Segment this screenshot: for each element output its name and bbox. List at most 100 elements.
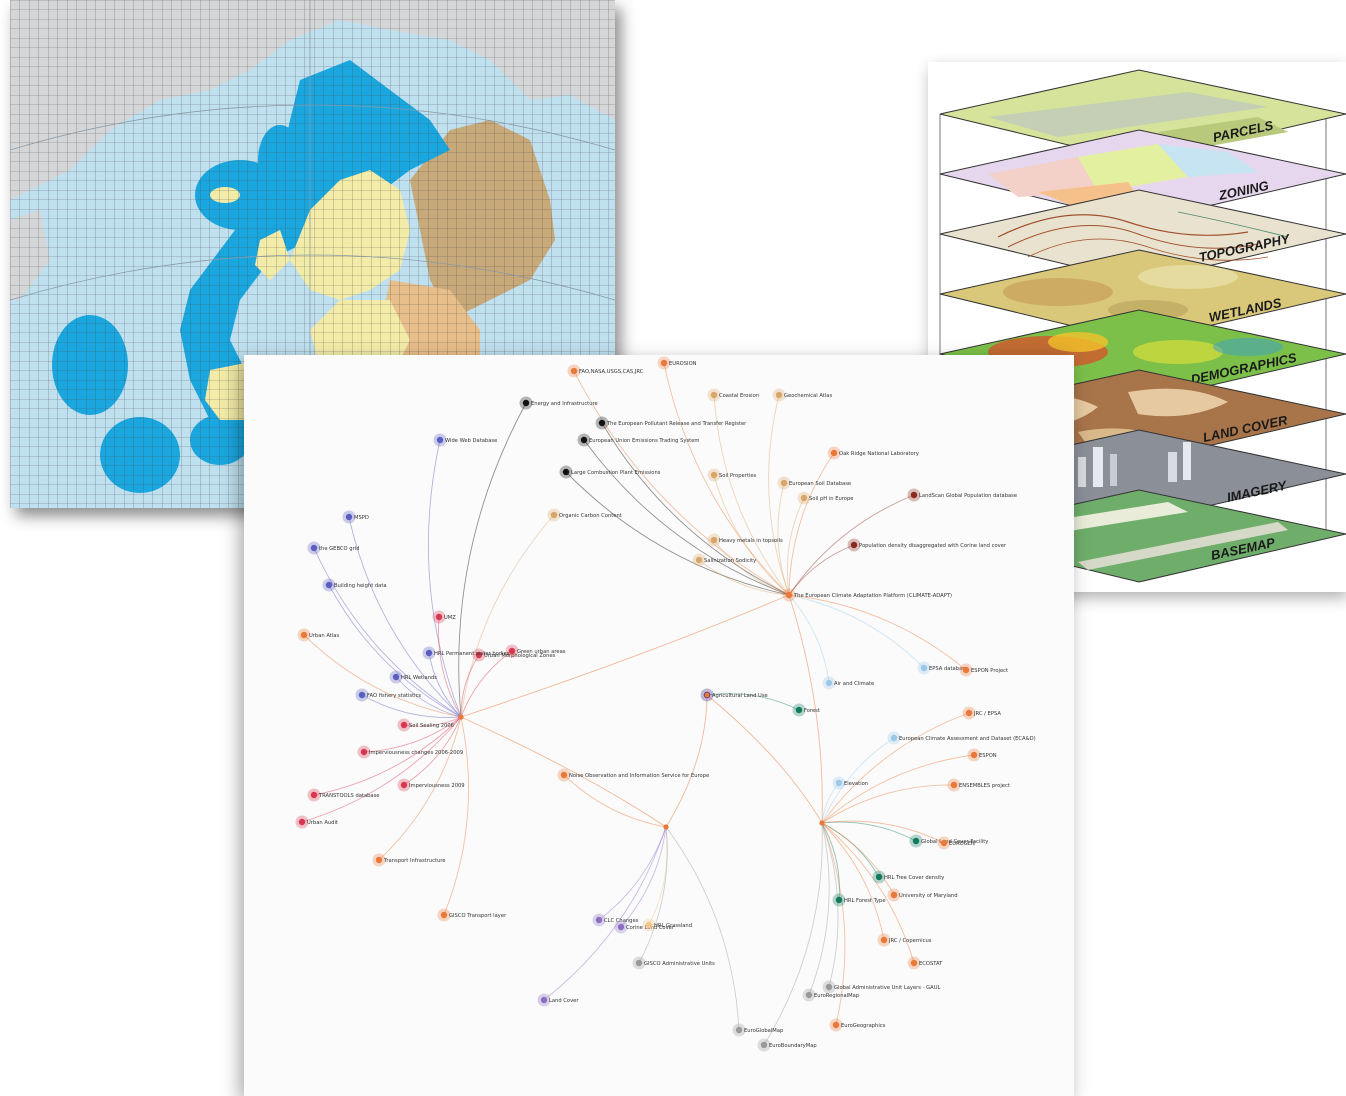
network-node[interactable]	[635, 959, 643, 967]
network-node-label: The European Climate Adaptation Platform…	[793, 593, 952, 599]
network-node[interactable]	[440, 911, 448, 919]
network-edge	[583, 439, 790, 596]
network-edge	[788, 494, 915, 596]
network-node[interactable]	[345, 513, 353, 521]
network-node[interactable]	[425, 649, 433, 657]
network-node[interactable]	[950, 781, 958, 789]
network-edge	[428, 652, 462, 718]
network-edge	[403, 716, 462, 727]
network-node[interactable]	[436, 436, 444, 444]
network-node[interactable]	[695, 556, 703, 564]
network-node[interactable]	[962, 666, 970, 674]
network-edge	[821, 821, 917, 842]
network-node[interactable]	[910, 491, 918, 499]
network-node[interactable]	[912, 837, 920, 845]
network-edge	[573, 370, 790, 596]
network-edge	[565, 471, 790, 596]
network-node[interactable]	[965, 709, 973, 717]
network-edge	[460, 654, 480, 718]
network-node-label: Global Land Cover Facility	[921, 839, 988, 845]
network-node[interactable]	[562, 468, 570, 476]
network-edge	[665, 826, 740, 1031]
network-edge	[808, 822, 830, 996]
europe-grid-map-canvas	[10, 0, 615, 508]
network-node[interactable]	[875, 873, 883, 881]
network-edge	[638, 826, 668, 964]
network-node[interactable]	[805, 991, 813, 999]
network-node-label: EUROSION	[669, 361, 697, 367]
network-node[interactable]	[795, 706, 803, 714]
network-node[interactable]	[735, 1026, 743, 1034]
network-node[interactable]	[890, 734, 898, 742]
network-node[interactable]	[710, 536, 718, 544]
network-node[interactable]	[570, 367, 578, 375]
network-node-label: ESPON Project	[971, 668, 1008, 674]
network-node-label: ECOSTAT	[919, 961, 943, 967]
network-node[interactable]	[710, 471, 718, 479]
network-node-label: Air and Climate	[834, 681, 874, 687]
network-node[interactable]	[300, 631, 308, 639]
network-node[interactable]	[540, 996, 548, 1004]
network-node[interactable]	[775, 391, 783, 399]
network-node[interactable]	[358, 691, 366, 699]
network-edge	[460, 650, 513, 718]
network-node-label: Corine Land Cover	[626, 925, 675, 931]
network-node[interactable]	[522, 399, 530, 407]
network-node[interactable]	[710, 391, 718, 399]
network-node[interactable]	[850, 541, 858, 549]
network-node[interactable]	[830, 449, 838, 457]
network-node[interactable]	[298, 818, 306, 826]
network-node-label: ESPON	[979, 753, 997, 759]
network-node[interactable]	[825, 679, 833, 687]
network-node-label: GISCO Transport layer	[449, 913, 507, 919]
network-node[interactable]	[580, 436, 588, 444]
network-edge	[763, 822, 823, 1046]
network-node[interactable]	[832, 1021, 840, 1029]
network-node[interactable]	[400, 721, 408, 729]
network-edge	[788, 594, 925, 669]
network-node[interactable]	[835, 779, 843, 787]
network-node[interactable]	[392, 673, 400, 681]
network-node[interactable]	[598, 419, 606, 427]
network-node[interactable]	[890, 891, 898, 899]
network-edge	[788, 594, 830, 684]
network-node[interactable]	[940, 839, 948, 847]
network-node[interactable]	[400, 781, 408, 789]
network-node[interactable]	[508, 647, 516, 655]
network-node[interactable]	[310, 791, 318, 799]
network-node[interactable]	[910, 959, 918, 967]
network-node[interactable]	[550, 511, 558, 519]
network-node[interactable]	[800, 494, 808, 502]
network-node[interactable]	[880, 936, 888, 944]
network-node[interactable]	[360, 748, 368, 756]
network-node[interactable]	[310, 544, 318, 552]
network-node[interactable]	[617, 923, 625, 931]
network-node[interactable]	[645, 921, 653, 929]
network-node[interactable]	[970, 751, 978, 759]
network-node[interactable]	[780, 479, 788, 487]
network-node-label: Energy and Infrastructure	[531, 401, 598, 407]
network-node-label: Wide Web Database	[445, 438, 497, 444]
network-node[interactable]	[560, 771, 568, 779]
hub-link	[460, 716, 667, 828]
network-node-label: UMZ	[444, 615, 456, 621]
network-edge	[821, 754, 975, 824]
network-node[interactable]	[760, 1041, 768, 1049]
network-node-label: Urban Morphological Zones	[484, 653, 556, 659]
network-node[interactable]	[660, 359, 668, 367]
network-node[interactable]	[825, 983, 833, 991]
network-node-label: Soil pH in Europe	[809, 496, 853, 502]
network-node[interactable]	[475, 651, 483, 659]
network-node[interactable]	[325, 581, 333, 589]
network-node[interactable]	[920, 664, 928, 672]
network-node[interactable]	[435, 613, 443, 621]
network-node[interactable]	[835, 896, 843, 904]
network-edge	[706, 693, 800, 711]
network-edge	[598, 826, 667, 921]
network-edge	[821, 784, 955, 824]
network-node[interactable]	[595, 916, 603, 924]
network-node-label: EuroGlobalMap	[744, 1028, 784, 1034]
network-edge	[786, 497, 805, 596]
network-node[interactable]	[375, 856, 383, 864]
